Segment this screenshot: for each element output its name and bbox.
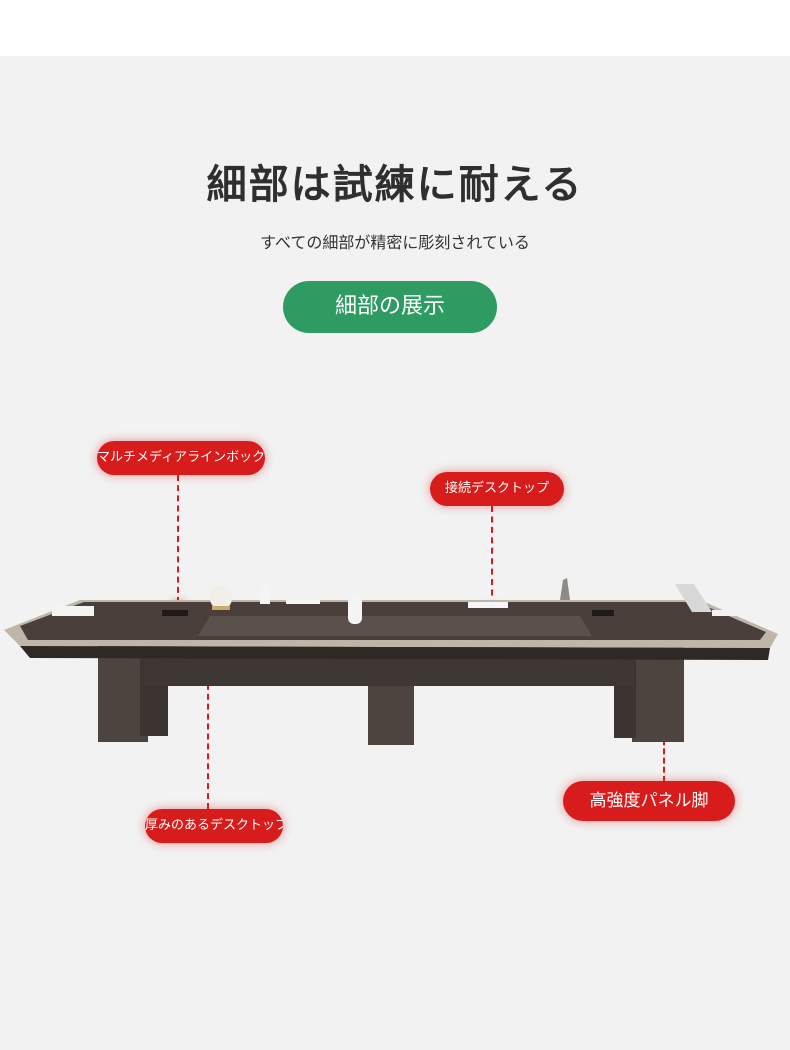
conference-table-illustration <box>4 578 778 745</box>
table-thickness <box>20 646 770 660</box>
notebook-on-table <box>468 602 508 608</box>
vase-on-table <box>348 596 362 624</box>
ornament-on-table <box>560 578 570 600</box>
page-subtitle: すべての細部が精密に彫刻されている <box>260 233 530 252</box>
leader-line-legs <box>663 730 665 782</box>
callout-multimedia-box: マルチメディアラインボックス <box>97 441 265 475</box>
detail-display-button[interactable]: 細部の展示 <box>283 281 497 333</box>
table-center-inlay <box>198 616 592 636</box>
tablet-on-table <box>712 610 736 616</box>
callout-panel-legs: 高強度パネル脚 <box>563 781 735 821</box>
desk-lamp-base <box>212 606 230 610</box>
callout-connected-desktop: 接続デスクトップ <box>430 472 564 506</box>
leader-line-connected <box>491 506 493 606</box>
top-white-strip <box>0 0 790 56</box>
multimedia-box-right <box>592 610 614 616</box>
desk-lamp-globe <box>210 586 232 610</box>
leader-line-multimedia <box>177 475 179 603</box>
leader-line-thick <box>207 654 209 809</box>
laptop-on-table <box>675 584 712 612</box>
multimedia-box-left <box>162 610 188 616</box>
paper-on-table <box>286 600 320 604</box>
document-on-table <box>52 606 94 616</box>
cup-on-table <box>260 586 270 604</box>
page-title: 細部は試練に耐える <box>206 162 584 208</box>
callout-thick-desktop: 厚みのあるデスクトップ <box>145 809 283 843</box>
